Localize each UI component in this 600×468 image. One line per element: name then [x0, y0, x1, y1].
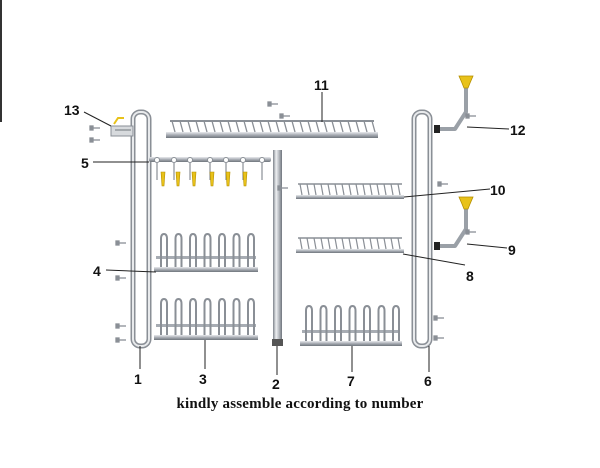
- label-11: 11: [314, 77, 329, 93]
- label-3: 3: [199, 371, 207, 387]
- part-3-bottom-rack: [154, 297, 258, 340]
- part-12-wall-bracket: [434, 75, 474, 133]
- part-6-right-frame: [411, 109, 433, 349]
- label-8: 8: [466, 268, 474, 284]
- assembly-instruction: kindly assemble according to number: [176, 396, 424, 412]
- label-9: 9: [508, 242, 516, 258]
- label-6: 6: [424, 373, 432, 389]
- label-12: 12: [510, 122, 526, 138]
- part-13-hardware: [110, 117, 134, 137]
- part-8-shelf: [296, 237, 404, 253]
- part-11-top-shelf: [166, 120, 378, 138]
- leader-lines: [83, 92, 510, 375]
- part-5-hook-bar: [149, 157, 271, 187]
- part-1-left-frame: [130, 109, 152, 349]
- label-7: 7: [347, 373, 355, 389]
- label-13: 13: [64, 102, 80, 118]
- part-7-bottom-rack: [300, 304, 402, 346]
- label-4: 4: [93, 263, 101, 279]
- part-9-wall-bracket: [434, 196, 474, 250]
- label-5: 5: [81, 155, 89, 171]
- label-2: 2: [272, 376, 280, 392]
- left-edge-bar: [0, 0, 2, 122]
- part-10-shelf: [296, 183, 404, 199]
- label-10: 10: [490, 182, 506, 198]
- part-4-plate-rack: [154, 232, 258, 272]
- label-1: 1: [134, 371, 142, 387]
- screws: [89, 101, 476, 343]
- part-2-middle-post: [272, 150, 283, 346]
